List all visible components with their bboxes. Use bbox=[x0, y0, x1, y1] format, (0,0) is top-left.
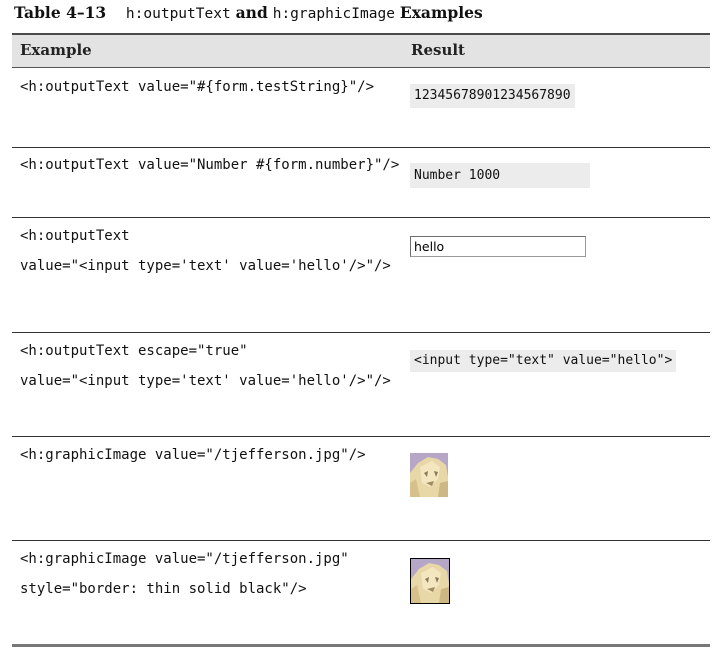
jefferson-portrait-image-bordered bbox=[410, 558, 450, 604]
table-row: <h:outputText value="#{form.testString}"… bbox=[12, 68, 710, 148]
example-code-line: <h:outputText value="Number #{form.numbe… bbox=[20, 157, 400, 173]
column-header-example: Example bbox=[20, 41, 92, 59]
example-code-line: value="<input type='text' value='hello'/… bbox=[20, 258, 391, 274]
portrait-image-bordered bbox=[410, 558, 450, 604]
table-row: <h:outputText escape="true" value="<inpu… bbox=[12, 333, 710, 437]
example-code-line: <h:outputText value="#{form.testString}"… bbox=[20, 79, 375, 95]
example-code-line: value="<input type='text' value='hello'/… bbox=[20, 373, 391, 389]
output-text-result: 12345678901234567890 bbox=[410, 84, 575, 108]
table-bottom-rule bbox=[12, 644, 710, 647]
portrait-image bbox=[410, 453, 448, 497]
table-row: <h:outputText value="Number #{form.numbe… bbox=[12, 148, 710, 218]
output-text-result: Number 1000 bbox=[410, 163, 590, 188]
example-code-line: <h:outputText escape="true" bbox=[20, 343, 248, 359]
example-code-line: <h:graphicImage value="/tjefferson.jpg" bbox=[20, 551, 349, 567]
title-code-outputtext: h:outputText bbox=[125, 6, 231, 22]
table-label: Table 4–13 bbox=[14, 3, 107, 22]
table-header: Example Result bbox=[12, 35, 710, 68]
column-header-result: Result bbox=[411, 41, 465, 59]
title-and: and bbox=[235, 3, 268, 22]
example-code-line: <h:outputText bbox=[20, 228, 130, 244]
jefferson-portrait-image bbox=[410, 453, 448, 497]
rendered-text-input[interactable]: hello bbox=[410, 236, 586, 257]
example-code-line: <h:graphicImage value="/tjefferson.jpg"/… bbox=[20, 447, 366, 463]
example-code-line: style="border: thin solid black"/> bbox=[20, 581, 307, 597]
title-code-graphicimage: h:graphicImage bbox=[272, 6, 395, 22]
table-row: <h:graphicImage value="/tjefferson.jpg"/… bbox=[12, 437, 710, 541]
table-title: Table 4–13 h:outputText and h:graphicIma… bbox=[14, 3, 483, 25]
table-row: <h:graphicImage value="/tjefferson.jpg" … bbox=[12, 541, 710, 643]
output-text-result: <input type="text" value="hello"> bbox=[410, 350, 677, 372]
title-suffix: Examples bbox=[399, 3, 483, 22]
table-row: <h:outputText value="<input type='text' … bbox=[12, 218, 710, 333]
table-top-rule bbox=[12, 33, 710, 35]
